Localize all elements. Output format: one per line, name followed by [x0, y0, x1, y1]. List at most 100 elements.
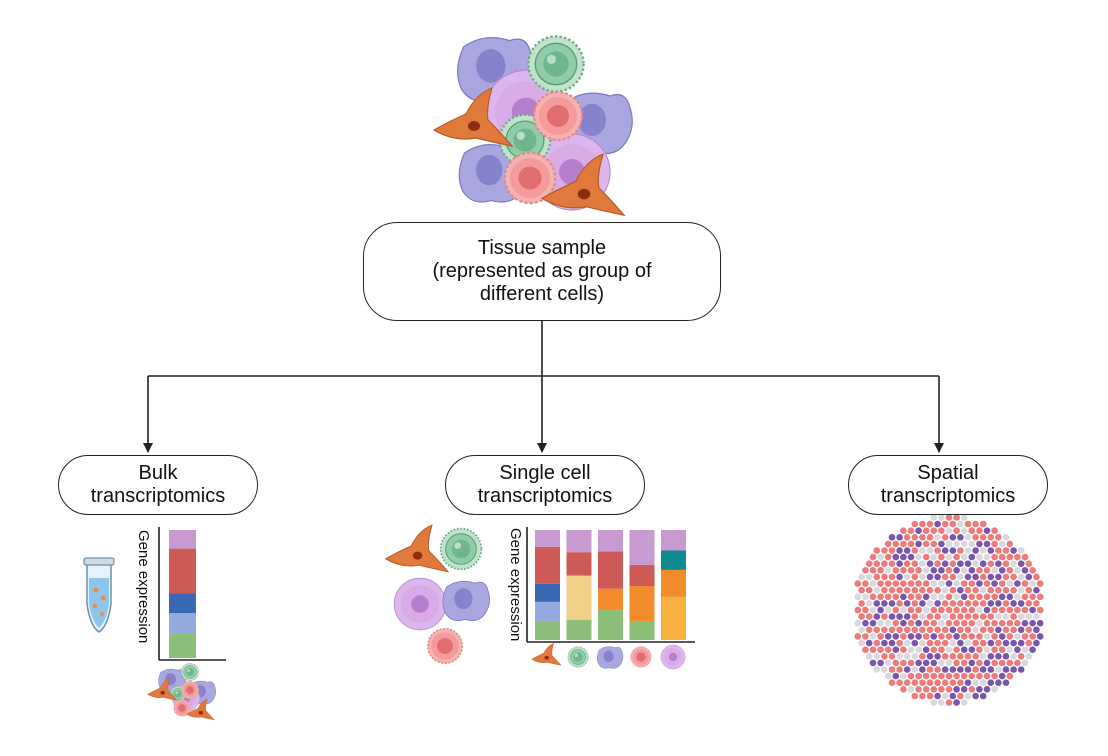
spatial-spot — [949, 613, 957, 620]
spatial-spot — [987, 679, 995, 686]
spatial-spot — [968, 527, 976, 534]
single-cell-bar-4-segment-2 — [661, 550, 686, 570]
spatial-spot — [922, 606, 930, 614]
spatial-spot — [1017, 586, 1025, 594]
spatial-spot — [1033, 573, 1040, 581]
spatial-spot — [968, 672, 976, 680]
spatial-spot — [896, 613, 903, 620]
spatial-spot — [888, 573, 896, 581]
spatial-spot — [922, 619, 930, 627]
spatial-spot — [911, 534, 919, 541]
spatial-spot — [949, 547, 957, 554]
spatial-spot — [945, 580, 953, 587]
spatial-spot — [983, 580, 991, 587]
spatial-spot — [900, 527, 907, 534]
single-cell-label-line2: transcriptomics — [477, 485, 613, 507]
spatial-spot — [1021, 593, 1029, 601]
spatial-spot — [987, 653, 995, 660]
single-cell-bar-0-segment-0 — [535, 620, 560, 640]
spatial-spot — [960, 567, 968, 574]
spatial-spot — [972, 639, 979, 647]
spatial-spot — [964, 692, 972, 700]
spatial-spot — [998, 672, 1006, 680]
spatial-spot — [877, 606, 884, 614]
spatial-spot — [873, 613, 881, 620]
spatial-spot — [911, 679, 919, 686]
spatial-spot — [884, 633, 892, 640]
spatial-spot — [976, 553, 983, 561]
spatial-spot — [1025, 600, 1033, 607]
spatial-spot — [926, 613, 934, 620]
spatial-spot — [926, 653, 934, 660]
macrophage-icon — [596, 646, 624, 669]
t-cell-icon — [181, 662, 199, 682]
spatial-spot — [873, 560, 881, 567]
spatial-spot — [998, 659, 1006, 667]
spatial-spot — [873, 586, 881, 594]
single-cell-bar-0-segment-1 — [535, 601, 560, 621]
spatial-spot — [869, 580, 877, 587]
spatial-spot — [892, 646, 900, 653]
spatial-spot — [919, 586, 926, 594]
spatial-spot — [926, 560, 934, 567]
spatial-spot — [907, 606, 915, 614]
spatial-spot — [900, 619, 907, 627]
spatial-spot — [922, 633, 930, 640]
single-cell-bar-1-segment-3 — [566, 530, 592, 553]
spatial-spot — [903, 679, 911, 686]
spatial-spot — [938, 540, 945, 548]
spatial-spot — [862, 619, 869, 627]
spatial-spot — [865, 639, 873, 647]
spatial-spot — [900, 606, 907, 614]
spatial-spot — [983, 540, 991, 548]
spatial-spot — [903, 639, 911, 647]
spatial-spot — [960, 514, 968, 521]
spatial-spot — [987, 534, 995, 541]
spatial-spot — [892, 633, 900, 640]
spatial-spot — [858, 639, 865, 647]
spatial-spot — [869, 593, 877, 601]
spatial-spot — [1021, 567, 1029, 574]
spatial-spot — [960, 699, 968, 706]
spatial-spot — [1014, 619, 1021, 627]
spatial-spot — [919, 600, 926, 607]
spatial-spot — [972, 586, 979, 594]
spatial-spot — [995, 613, 1002, 620]
spatial-spot — [896, 653, 903, 660]
single-cell-bar-0-segment-3 — [535, 546, 560, 584]
pink-cell-icon — [533, 91, 583, 141]
spatial-spot — [896, 547, 903, 554]
spatial-spot — [854, 619, 862, 627]
spatial-spot — [968, 633, 976, 640]
spatial-spot — [968, 659, 976, 667]
spatial-spot — [964, 679, 972, 686]
spatial-spot — [881, 639, 888, 647]
spatial-spot — [941, 679, 949, 686]
spatial-spot — [972, 626, 979, 634]
spatial-spot — [926, 520, 934, 528]
spatial-spot — [968, 646, 976, 653]
spatial-spot — [1014, 606, 1021, 614]
spatial-spot — [903, 613, 911, 620]
spatial-spot — [941, 520, 949, 528]
spatial-spot — [991, 540, 998, 548]
spatial-spot — [915, 672, 922, 680]
spatial-spot — [858, 613, 865, 620]
spatial-spot — [938, 646, 945, 653]
spatial-spot — [1014, 567, 1021, 574]
spatial-spot — [930, 659, 938, 667]
spatial-spot — [1002, 653, 1010, 660]
spatial-spot — [953, 646, 960, 653]
spatial-spot — [862, 593, 869, 601]
spatial-spot — [915, 540, 922, 548]
spatial-spot — [1002, 534, 1010, 541]
spatial-spot — [911, 573, 919, 581]
t-cell-icon — [567, 646, 589, 668]
spatial-spot — [949, 626, 957, 634]
spatial-spot — [922, 527, 930, 534]
spatial-spot — [930, 606, 938, 614]
spatial-spot — [1002, 666, 1010, 673]
spatial-spot — [953, 540, 960, 548]
spatial-spot — [865, 586, 873, 594]
spatial-spot — [884, 580, 892, 587]
